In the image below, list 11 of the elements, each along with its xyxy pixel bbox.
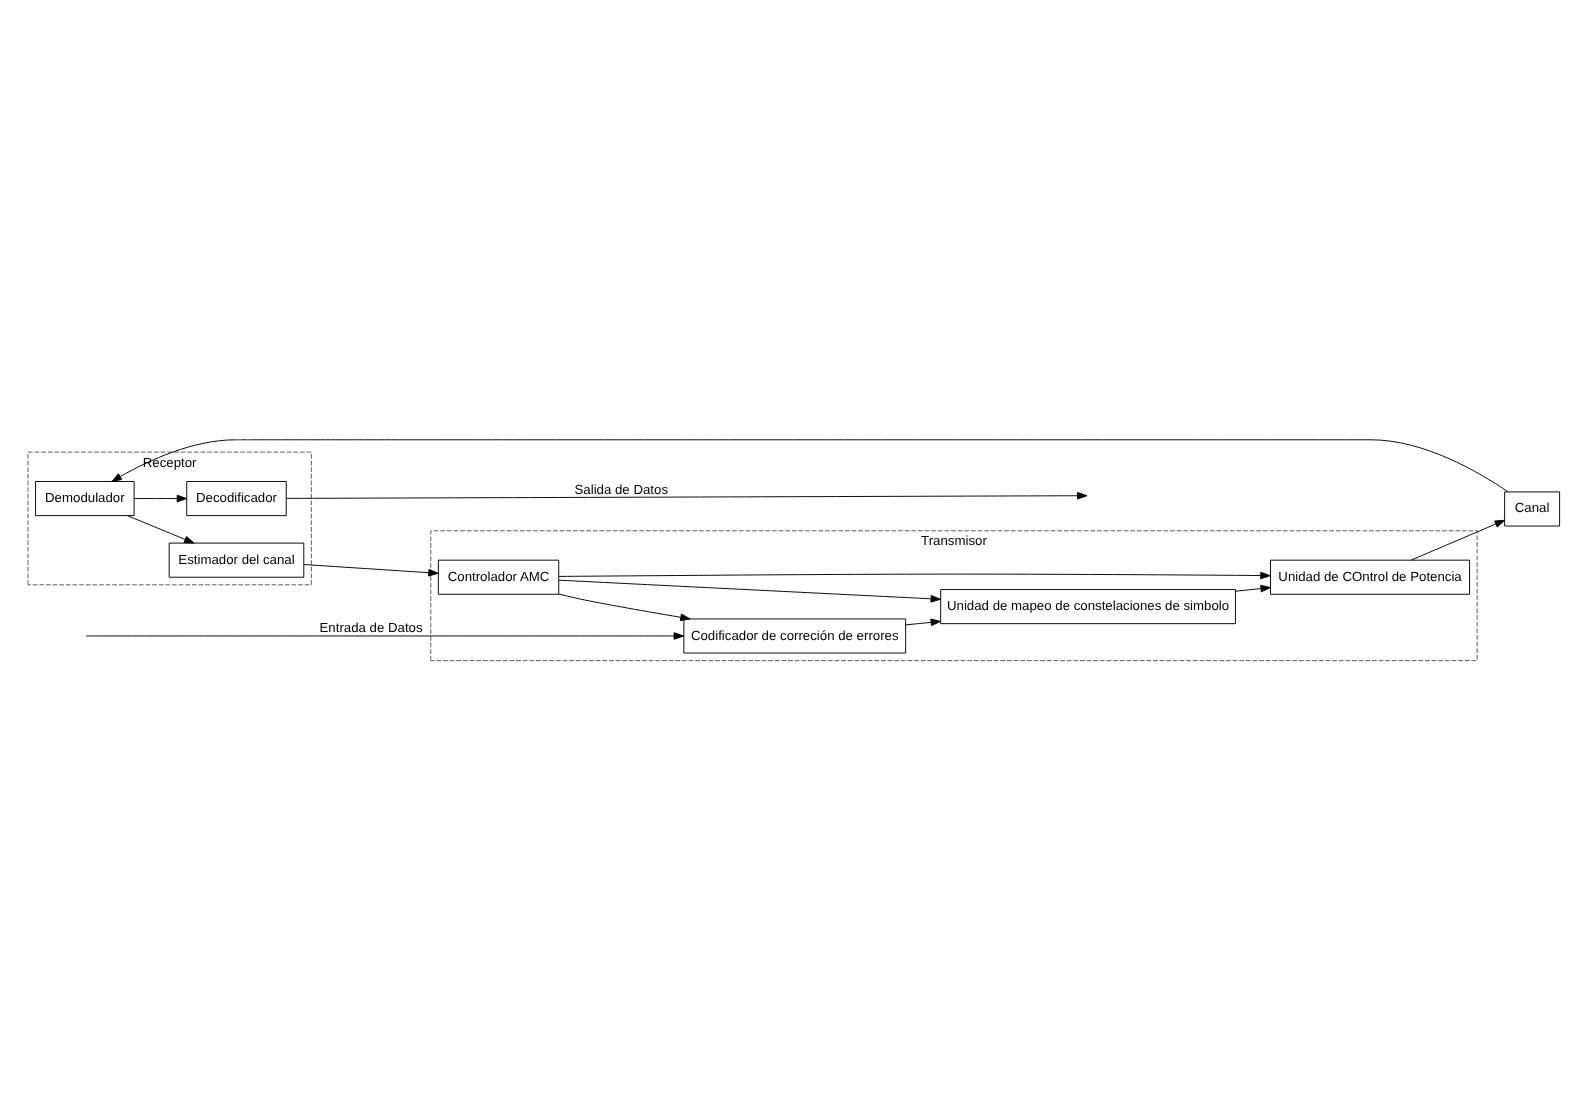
arrow <box>905 618 942 627</box>
arrow <box>133 494 188 503</box>
arrow <box>558 571 1271 580</box>
arrow <box>558 593 691 622</box>
arrow <box>303 564 439 577</box>
arrow <box>111 439 1509 493</box>
arrow <box>85 632 685 640</box>
arrow <box>558 579 942 603</box>
arrow <box>1235 584 1271 593</box>
arrow <box>127 515 195 544</box>
arrow <box>286 491 1088 500</box>
